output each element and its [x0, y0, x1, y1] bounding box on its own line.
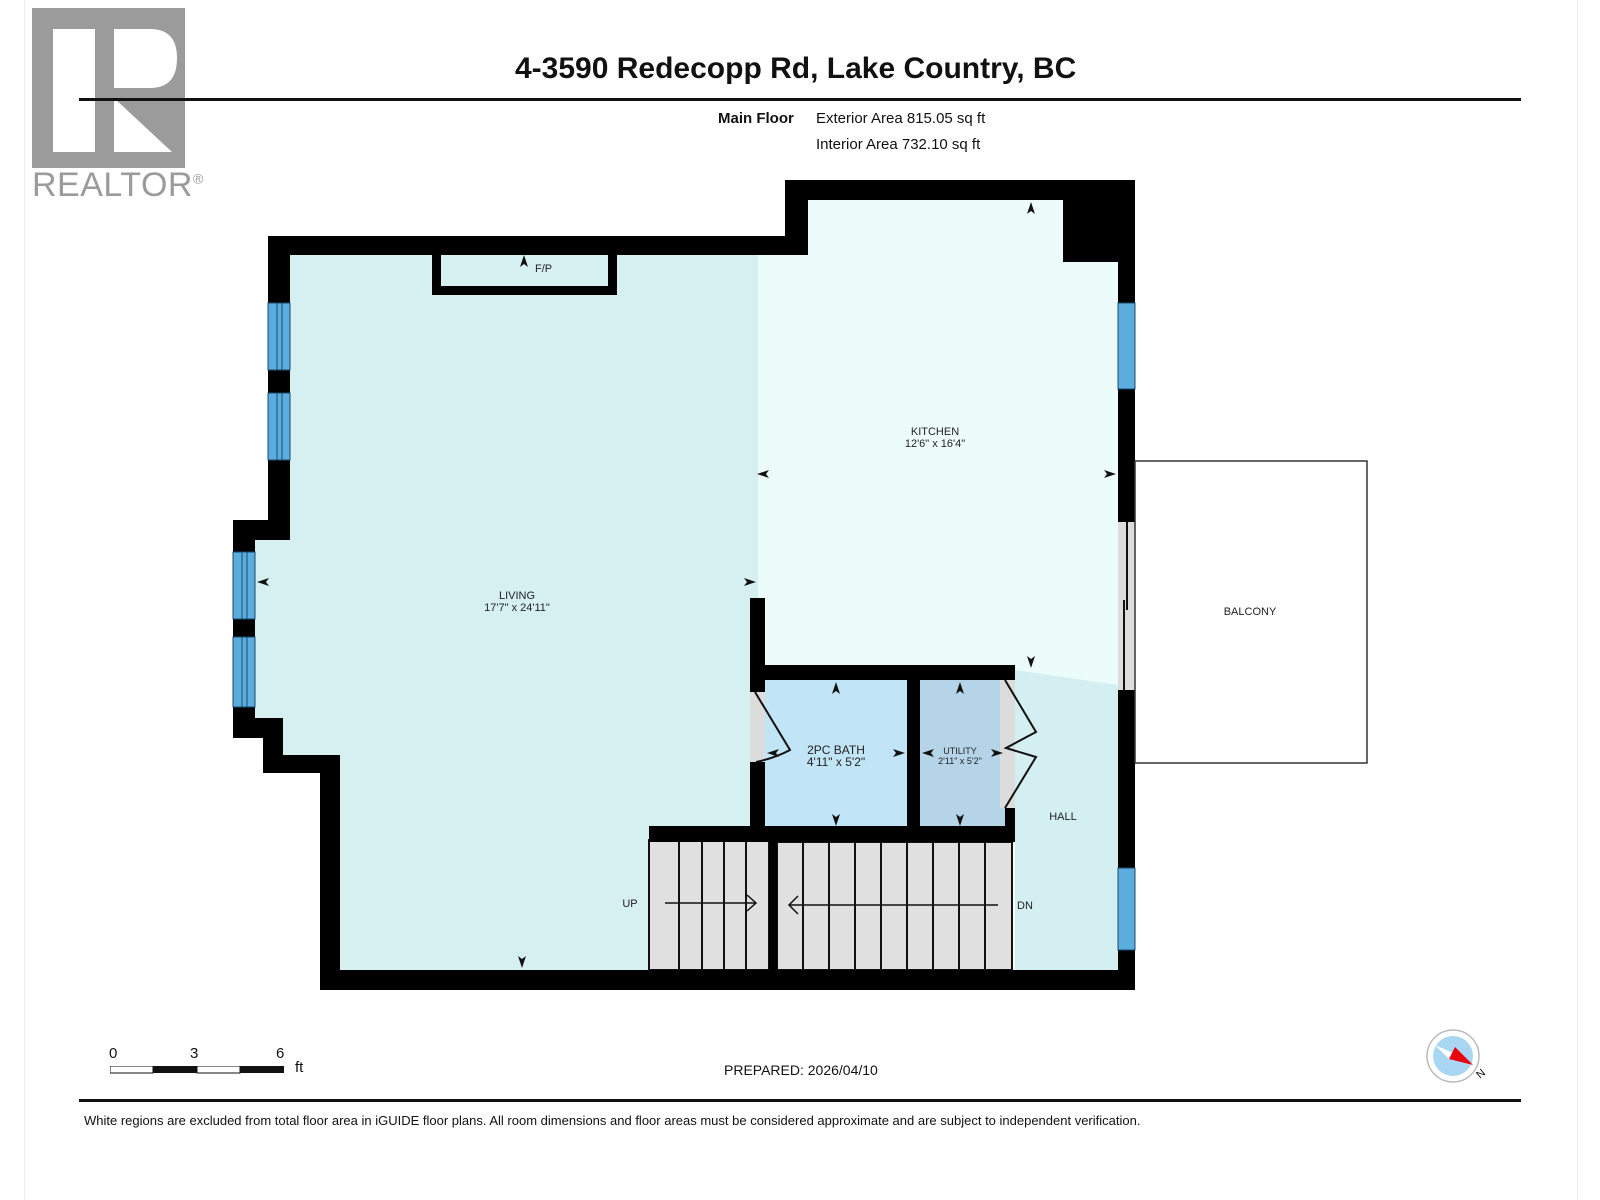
realtor-wordmark: REALTOR®	[32, 166, 204, 204]
prepared-date: PREPARED: 2026/04/10	[724, 1062, 878, 1078]
scale-tick-6: 6	[276, 1045, 285, 1062]
scale-unit: ft	[295, 1059, 304, 1076]
kitchen-fill	[758, 200, 1118, 685]
bath-door	[750, 692, 765, 762]
scale-bar	[110, 1066, 284, 1074]
bath-fill	[765, 680, 907, 828]
hall-fill	[1015, 670, 1118, 970]
realtor-logo	[32, 8, 185, 168]
utility-bifold-door	[1000, 680, 1015, 808]
stairs-down-label: DN	[1017, 900, 1033, 912]
interior-area: Interior Area 732.10 sq ft	[816, 136, 981, 153]
footer-divider	[79, 1099, 1521, 1102]
room-hall: HALL	[1049, 811, 1077, 823]
page-frame	[24, 0, 1578, 1200]
stairs-up	[648, 839, 770, 971]
stairs-down	[776, 841, 1013, 971]
room-balcony: BALCONY	[1223, 606, 1277, 618]
scale-tick-3: 3	[190, 1045, 199, 1062]
exterior-area: Exterior Area 815.05 sq ft	[816, 110, 986, 127]
compass-icon: N	[1426, 1029, 1488, 1083]
svg-text:N: N	[1474, 1067, 1488, 1081]
utility-fill	[920, 680, 1005, 828]
fireplace-label: F/P	[535, 263, 553, 275]
dimension-markers	[257, 202, 1116, 968]
balcony-outline	[1134, 460, 1368, 764]
living-room-fill	[255, 255, 758, 970]
header-divider	[79, 98, 1521, 101]
floor-label: Main Floor	[718, 110, 794, 127]
stairs-up-label: UP	[622, 898, 638, 910]
realtor-r-icon	[53, 29, 177, 152]
disclaimer: White regions are excluded from total fl…	[84, 1113, 1141, 1128]
scale-tick-0: 0	[109, 1045, 118, 1062]
windows	[232, 302, 1136, 951]
